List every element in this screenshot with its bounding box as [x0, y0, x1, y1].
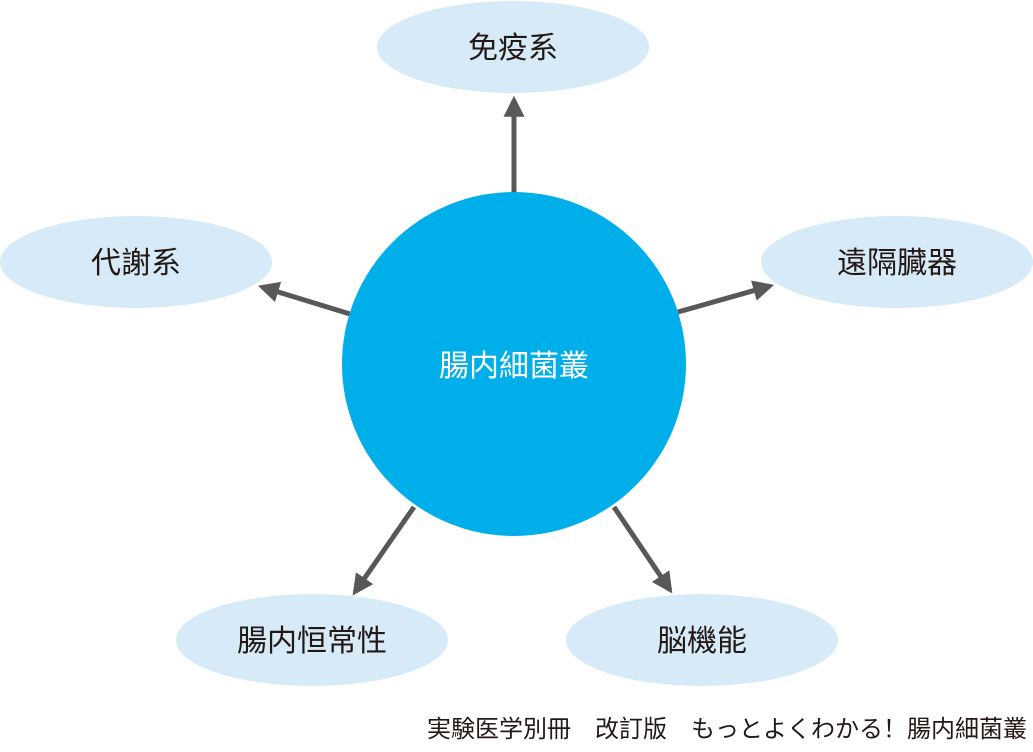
- node-ellipse: [0, 216, 272, 308]
- node-label: 脳機能: [657, 624, 747, 659]
- node-ellipse: [176, 594, 448, 686]
- node-label: 代謝系: [91, 246, 181, 281]
- arrow-to-metabolic: [257, 281, 351, 317]
- center-label: 腸内細菌叢: [439, 349, 589, 384]
- node-label: 免疫系: [468, 31, 558, 66]
- arrow-to-remote-organs: [677, 280, 775, 315]
- node-remote-organs: 遠隔臓器: [761, 216, 1033, 308]
- center-circle: [342, 192, 686, 536]
- node-ellipse: [566, 594, 838, 686]
- node-immune-system: 免疫系: [377, 1, 649, 93]
- node-ellipse: [377, 1, 649, 93]
- node-brain-function: 脳機能: [566, 594, 838, 686]
- node-gut-homeostasis: 腸内恒常性: [176, 594, 448, 686]
- node-ellipse: [761, 216, 1033, 308]
- node-metabolic-system: 代謝系: [0, 216, 272, 308]
- arrows: [257, 95, 775, 596]
- node-label: 腸内恒常性: [237, 624, 387, 659]
- source-caption: 実験医学別冊 改訂版 もっとよくわかる！腸内細菌叢: [427, 715, 1027, 743]
- arrow-to-gut-homeostasis: [352, 505, 417, 596]
- arrow-to-brain-function: [611, 505, 673, 594]
- node-label: 遠隔臓器: [837, 246, 957, 281]
- center-node: 腸内細菌叢: [342, 192, 686, 536]
